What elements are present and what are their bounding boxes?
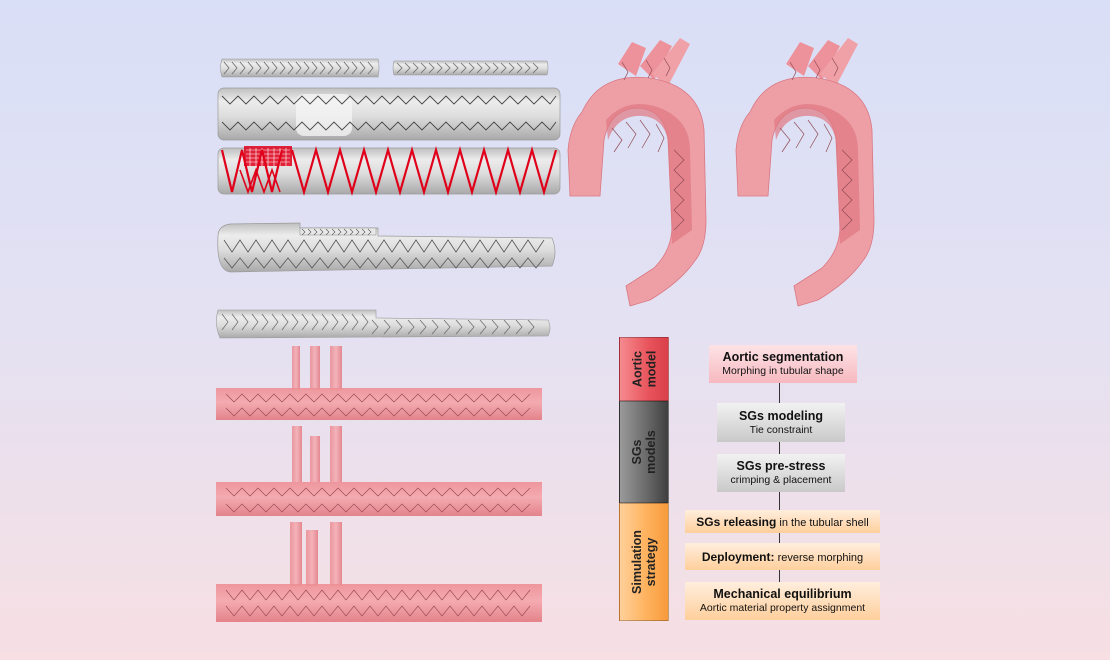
aorta-3d-model-1 — [567, 38, 707, 307]
step-subtitle: in the tubular shell — [779, 516, 869, 529]
tubular-aorta-3 — [216, 522, 542, 622]
step-title: Aortic segmentation — [722, 350, 844, 364]
crimped-branched-stent — [216, 309, 551, 339]
branched-stent-graft — [217, 222, 556, 273]
category-sgs-models: SGs models — [619, 401, 669, 503]
step-title: SGs modeling — [738, 408, 824, 423]
connector-line — [779, 383, 780, 403]
step-deployment: Deployment: reverse morphing — [685, 543, 880, 570]
step-title: SGs releasing — [696, 514, 777, 529]
step-subtitle: reverse morphing — [777, 551, 864, 564]
step-sgs-releasing: SGs releasing in the tubular shell — [685, 510, 880, 533]
step-title: Deployment: — [701, 549, 775, 564]
step-title: SGs pre-stress — [736, 459, 826, 473]
aorta-3d-model-2 — [735, 38, 875, 307]
category-label: SGs models — [629, 430, 658, 474]
connector-line — [779, 442, 780, 454]
category-label: Aortic model — [630, 350, 658, 388]
step-aortic-segmentation: Aortic segmentation Morphing in tubular … — [709, 345, 857, 383]
step-mechanical-equilibrium: Mechanical equilibrium Aortic material p… — [685, 582, 880, 620]
crimped-stent-pair — [220, 58, 549, 78]
category-simulation-strategy: Simulation strategy — [619, 503, 669, 621]
step-subtitle: Morphing in tubular shape — [722, 365, 844, 377]
connector-line — [779, 533, 780, 543]
stent-graft-tube — [217, 87, 561, 141]
step-title: Mechanical equilibrium — [713, 587, 852, 601]
category-label: Simulation strategy — [630, 530, 658, 594]
tubular-aorta-2 — [216, 426, 542, 516]
step-subtitle: Aortic material property assignment — [699, 602, 866, 614]
step-sgs-pre-stress: SGs pre-stress crimping & placement — [717, 454, 845, 492]
step-subtitle: Tie constraint — [749, 423, 813, 436]
tubular-aorta-1 — [216, 346, 542, 420]
step-subtitle: crimping & placement — [730, 474, 832, 486]
stent-wireframe — [217, 145, 561, 197]
connector-line — [779, 492, 780, 510]
connector-line — [779, 570, 780, 582]
category-aortic-model: Aortic model — [619, 337, 669, 401]
step-sgs-modeling: SGs modeling Tie constraint — [717, 403, 845, 442]
